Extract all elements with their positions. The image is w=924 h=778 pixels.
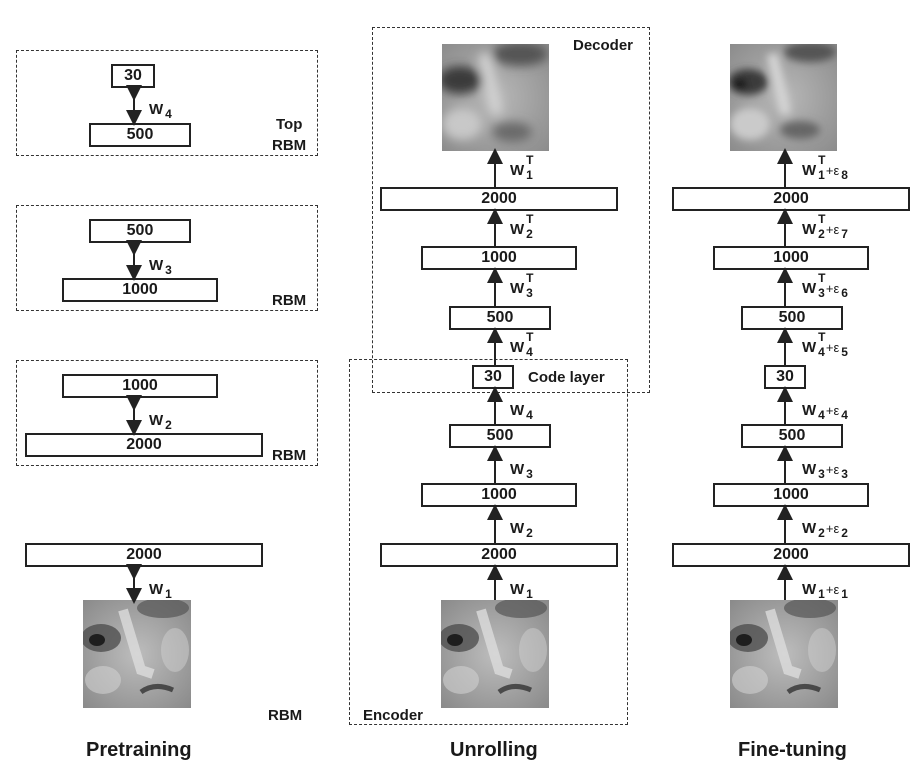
unrolling-decoder-1000: 1000 [421,246,577,270]
rbm-top-visible-500: 500 [89,123,191,147]
unrolling-reconstruction-face-image [442,44,549,151]
finetuning-title: Fine-tuning [738,739,847,761]
rbm-1-hidden-2000: 2000 [25,543,263,567]
top-rbm-label-line1: Top [276,116,303,133]
top-rbm-label-line2: RBM [272,137,307,154]
pretraining-input-face-image [83,600,191,708]
face-image-graphic [730,44,837,151]
rbm-1-label: RBM [268,707,303,724]
rbm-top-group [16,50,318,156]
finetuning-encoder-1000: 1000 [713,483,869,507]
unrolling-encoder-1000: 1000 [421,483,577,507]
unrolling-input-face-image [441,600,549,708]
encoder-label: Encoder [363,707,424,724]
rbm-2-group [16,360,318,466]
rbm-3-label: RBM [272,292,307,309]
rbm-3-group [16,205,318,311]
finetuning-input-face-image [730,600,838,708]
face-image-graphic [730,600,838,708]
finetuning-reconstruction-face-image [730,44,837,151]
rbm-2-visible-2000: 2000 [25,433,263,457]
decoder-label: Decoder [573,37,634,54]
face-image-graphic [441,600,549,708]
rbm-2-label: RBM [272,447,307,464]
unrolling-decoder-2000: 2000 [380,187,618,211]
unrolling-title: Unrolling [450,739,538,761]
rbm-3-hidden-500: 500 [89,219,191,243]
pretraining-title: Pretraining [86,739,192,761]
encoder-group [349,359,628,725]
decoder-group [372,27,650,393]
finetuning-decoder-1000: 1000 [713,246,869,270]
face-image-graphic [442,44,549,151]
face-image-graphic [83,600,191,708]
code-layer-label: Code layer [528,369,605,386]
rbm-3-visible-1000: 1000 [62,278,218,302]
